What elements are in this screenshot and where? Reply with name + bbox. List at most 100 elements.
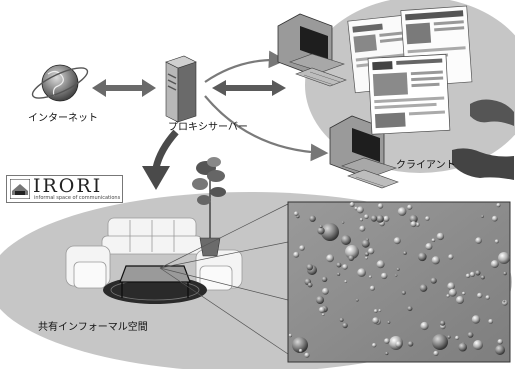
bubble	[440, 320, 446, 326]
bubble	[488, 319, 494, 324]
bubble	[316, 296, 324, 304]
bubble	[395, 274, 398, 277]
bubble	[436, 232, 445, 241]
bubble	[407, 306, 413, 312]
bubble	[498, 252, 510, 264]
bubble	[490, 260, 499, 269]
bubble	[298, 348, 303, 353]
bubble	[364, 252, 369, 257]
bubble	[473, 340, 483, 350]
bubble	[430, 277, 437, 284]
bubble	[372, 317, 379, 324]
bubble	[418, 252, 427, 262]
bubble	[485, 295, 490, 300]
bubble	[494, 239, 499, 244]
bubble	[407, 204, 413, 210]
server-icon	[165, 55, 197, 123]
arrow-proxy-client-bottom	[204, 95, 329, 162]
bubble	[364, 214, 369, 219]
bubble	[495, 345, 505, 355]
bubble	[448, 288, 457, 297]
bubble	[341, 235, 351, 245]
plant-icon	[192, 157, 226, 257]
bubble	[447, 282, 455, 291]
bubble	[403, 251, 407, 255]
bubble	[396, 267, 400, 271]
bubble	[497, 339, 503, 345]
computer-bottom-icon	[329, 115, 399, 189]
bubble	[420, 321, 429, 331]
bubble	[376, 215, 384, 223]
bubble	[356, 298, 359, 302]
bubble	[415, 222, 420, 227]
bubble	[467, 332, 474, 338]
bubble	[367, 247, 375, 255]
bubble	[455, 335, 460, 340]
bubble	[318, 306, 326, 313]
bubble	[348, 255, 355, 261]
bubble	[383, 215, 390, 222]
bubble	[425, 243, 433, 250]
bubble	[496, 203, 501, 208]
bubble	[458, 342, 468, 352]
bubble	[447, 335, 451, 339]
bubble	[342, 322, 348, 329]
bubble	[322, 287, 329, 295]
bubble	[361, 239, 370, 248]
bubble	[475, 237, 482, 244]
bubble	[393, 237, 401, 245]
bubble	[378, 309, 382, 312]
globe-icon	[31, 64, 89, 102]
bubble	[349, 202, 355, 207]
hand-bottom-icon	[452, 148, 514, 180]
bubble	[446, 294, 450, 298]
rug	[103, 276, 207, 304]
logo-mark-icon	[10, 179, 30, 199]
bubble	[337, 272, 341, 276]
bubble	[471, 315, 481, 324]
bubble	[410, 221, 417, 228]
bubble	[321, 313, 325, 316]
bubble	[341, 221, 345, 224]
bubble	[477, 292, 483, 299]
label-client: クライアント	[396, 160, 456, 171]
bubble	[462, 291, 466, 296]
bubble	[372, 343, 377, 348]
label-space: 共有インフォーマル空間	[38, 322, 148, 333]
bubble	[356, 206, 364, 214]
bubble	[448, 254, 454, 260]
bubble	[339, 317, 344, 322]
arrow-proxy-client-mid	[212, 80, 286, 96]
bubble	[432, 334, 448, 350]
bubble	[304, 352, 310, 358]
bubble	[377, 203, 384, 209]
bubble	[321, 276, 328, 282]
bubble	[431, 238, 436, 242]
bubble	[385, 351, 389, 356]
bubble	[299, 245, 305, 251]
bubble	[475, 270, 481, 276]
bubble	[319, 225, 323, 229]
bubble	[381, 272, 388, 280]
zoom-lines	[159, 203, 289, 355]
bubble	[397, 207, 407, 216]
bubble	[345, 245, 359, 259]
bubble	[293, 211, 299, 216]
bubble	[359, 225, 366, 232]
bubble	[395, 341, 403, 348]
bubble	[288, 333, 293, 338]
bubble	[344, 280, 348, 283]
bubble	[369, 285, 375, 291]
bubble	[384, 338, 390, 344]
bubble	[370, 215, 378, 222]
bubble	[481, 215, 484, 218]
bubble	[465, 273, 471, 278]
arrow-proxy-space	[142, 129, 179, 190]
logo-wordmark: IRORI	[33, 175, 103, 197]
bubble	[373, 309, 378, 313]
bubble	[321, 223, 339, 241]
bubble	[365, 256, 368, 260]
logo-tagline: informal space of communications	[34, 195, 121, 201]
irori-logo: IRORI informal space of communications	[6, 175, 123, 203]
